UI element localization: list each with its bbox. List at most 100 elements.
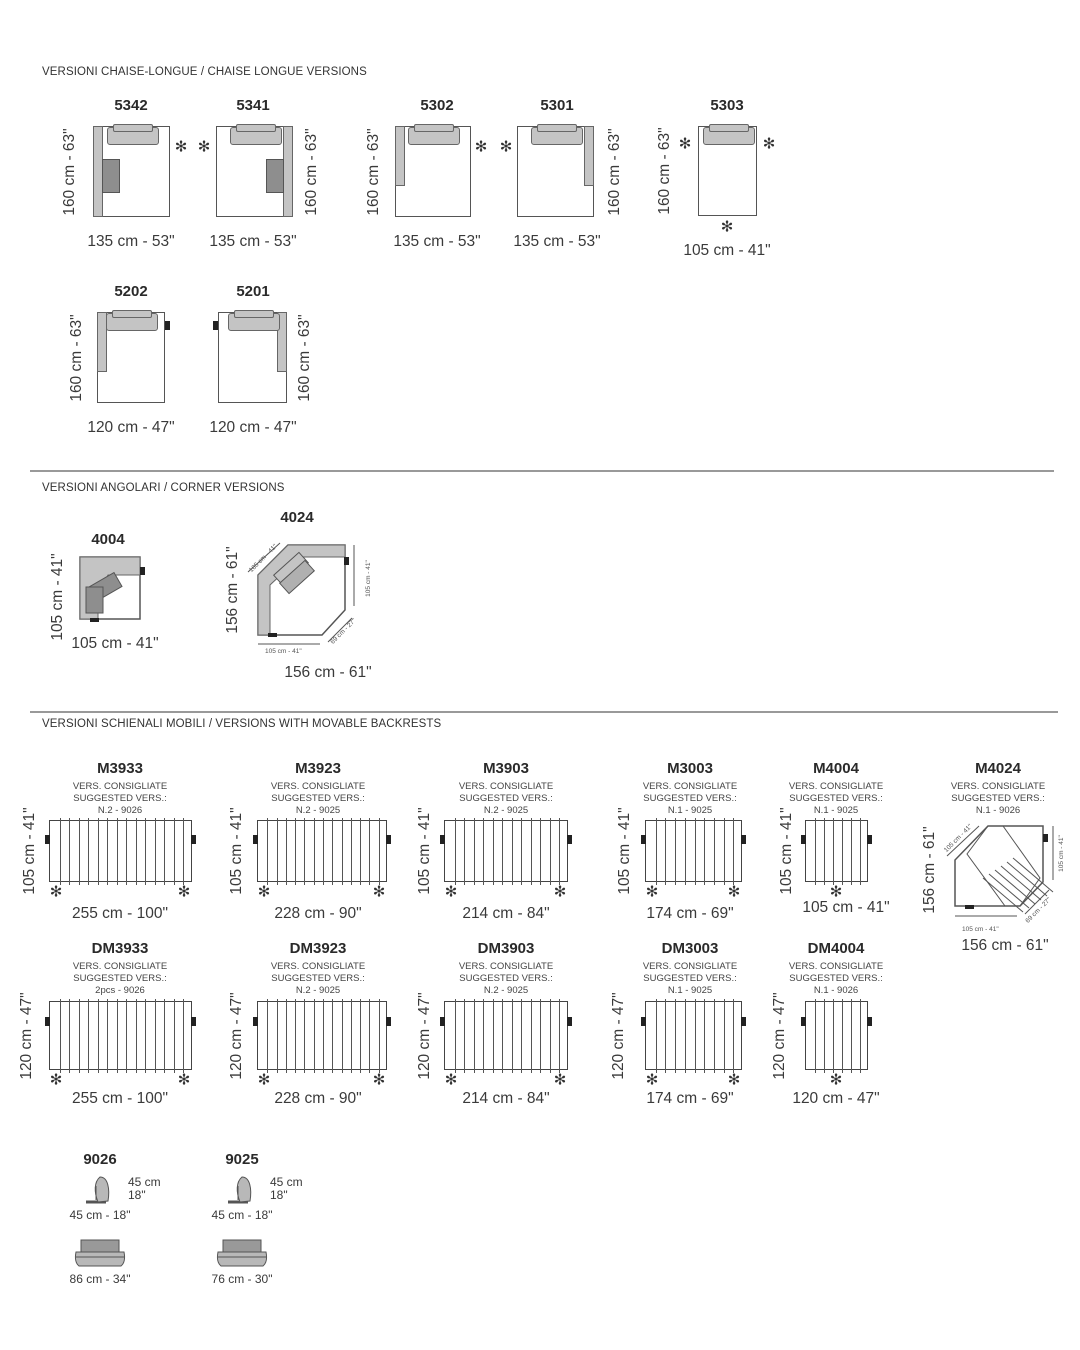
width-label: 120 cm - 47" xyxy=(792,1090,880,1107)
connector xyxy=(253,1017,258,1027)
slat xyxy=(473,999,475,1073)
asterisk-icon: ✻ xyxy=(444,1071,458,1089)
slat xyxy=(360,818,362,885)
slat xyxy=(164,999,166,1073)
module-code: 4024 xyxy=(280,509,314,526)
width-label: 174 cm - 69" xyxy=(646,1090,734,1107)
depth-label: 160 cm - 63" xyxy=(296,313,313,402)
slat xyxy=(313,999,315,1073)
suggested-label: SUGGESTED VERS.: xyxy=(73,973,167,984)
accessory-code: 9025 xyxy=(225,1151,259,1168)
width-label: 86 cm - 34" xyxy=(69,1272,131,1286)
suggested-label: VERS. CONSIGLIATE xyxy=(788,781,884,792)
corner-module-drawing xyxy=(78,555,150,625)
module-code: M3933 xyxy=(97,760,143,777)
depth-label: 160 cm - 63" xyxy=(365,127,382,216)
suggested-value: N.1 - 9026 xyxy=(975,805,1021,816)
slat xyxy=(842,818,843,885)
module-code: M4024 xyxy=(975,760,1021,777)
slat xyxy=(851,818,852,885)
asterisk-icon: ✻ xyxy=(829,1071,843,1089)
asterisk-icon: ✻ xyxy=(177,1071,191,1089)
depth-label: 120 cm - 47" xyxy=(771,991,788,1080)
width-label: 135 cm - 53" xyxy=(393,233,481,250)
slat xyxy=(88,818,90,885)
back-cushion xyxy=(112,124,153,132)
height-label: 45 cm xyxy=(128,1175,161,1189)
asterisk-icon: ✻ xyxy=(372,883,386,901)
suggested-label: SUGGESTED VERS.: xyxy=(73,793,167,804)
suggested-label: SUGGESTED VERS.: xyxy=(789,973,883,984)
connector xyxy=(45,834,50,844)
slat xyxy=(173,999,175,1073)
connector xyxy=(45,1017,50,1027)
asterisk-icon: ✻ xyxy=(829,883,843,901)
suggested-label: VERS. CONSIGLIATE xyxy=(270,781,366,792)
slat xyxy=(540,999,542,1073)
connector xyxy=(213,321,218,330)
suggested-value: N.1 - 9025 xyxy=(813,805,859,816)
slat xyxy=(655,818,657,885)
suggested-value: N.2 - 9025 xyxy=(483,985,529,996)
slat xyxy=(860,999,861,1073)
suggested-value: N.1 - 9025 xyxy=(667,985,713,996)
suggested-label: SUGGESTED VERS.: xyxy=(271,793,365,804)
module-code: 5341 xyxy=(236,97,270,114)
connector xyxy=(567,1017,572,1027)
connector xyxy=(867,834,872,844)
side-label: 105 cm - 41" xyxy=(1057,835,1065,872)
slat xyxy=(559,818,561,885)
slat xyxy=(511,999,513,1073)
section-heading-movable: VERSIONI SCHIENALI MOBILI / VERSIONS WIT… xyxy=(42,718,442,730)
slat xyxy=(530,818,532,885)
height-label: 18" xyxy=(128,1188,146,1202)
back-cushion xyxy=(233,310,274,318)
slat xyxy=(675,818,677,885)
slat xyxy=(313,818,315,885)
suggested-label: SUGGESTED VERS.: xyxy=(459,793,553,804)
suggested-value: 2pcs - 9026 xyxy=(95,985,145,996)
slat xyxy=(665,999,667,1073)
back-cushion xyxy=(536,124,577,132)
slat xyxy=(97,999,99,1073)
slat xyxy=(154,818,156,885)
suggested-label: SUGGESTED VERS.: xyxy=(789,793,883,804)
armrest xyxy=(283,126,293,217)
slat xyxy=(378,818,380,885)
slat xyxy=(851,999,852,1073)
depth-label: 120 cm - 47" xyxy=(18,991,35,1080)
slat xyxy=(350,999,352,1073)
slat xyxy=(454,999,456,1073)
width-label: 214 cm - 84" xyxy=(462,1090,550,1107)
accessory-code: 9026 xyxy=(83,1151,117,1168)
connector xyxy=(191,1017,196,1027)
side-label: 105 cm - 41" xyxy=(364,560,372,597)
connector xyxy=(801,834,806,844)
suggested-label: SUGGESTED VERS.: xyxy=(643,793,737,804)
back-cushion xyxy=(112,310,152,318)
width-label: 255 cm - 100" xyxy=(72,1090,168,1107)
module-code: DM3003 xyxy=(661,940,719,957)
chaise-cushion xyxy=(266,159,284,193)
slat xyxy=(295,999,297,1073)
slat xyxy=(454,818,456,885)
slat xyxy=(464,818,466,885)
suggested-label: VERS. CONSIGLIATE xyxy=(642,961,738,972)
asterisk-icon: ✻ xyxy=(174,138,188,156)
suggested-label: SUGGESTED VERS.: xyxy=(271,973,365,984)
headrest-icon xyxy=(220,1174,260,1206)
slat xyxy=(164,818,166,885)
armrest xyxy=(277,312,287,372)
asterisk-icon: ✻ xyxy=(49,883,63,901)
slat xyxy=(59,818,61,885)
slat xyxy=(126,818,128,885)
slat xyxy=(116,818,118,885)
depth-label: 120 cm - 47" xyxy=(228,991,245,1080)
slat xyxy=(88,999,90,1073)
slat xyxy=(540,818,542,885)
module-code: 5342 xyxy=(114,97,148,114)
module-code: 5302 xyxy=(420,97,454,114)
slat xyxy=(502,818,504,885)
movable-backrest-drawing xyxy=(641,818,746,885)
slat xyxy=(107,999,109,1073)
